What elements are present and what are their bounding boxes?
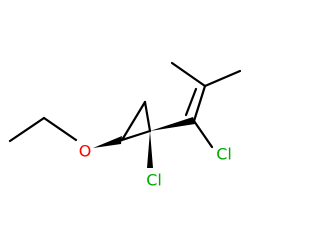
bond-methyl-left	[170, 61, 207, 88]
atom-label-oxygen: O	[79, 142, 92, 161]
bond-ethyl-ch3-ch2	[8, 116, 46, 143]
atom-label-chlorine-vinyl: Cl	[216, 145, 232, 164]
bond-double-inner	[184, 87, 198, 117]
bond-ethyl-ch2-o	[42, 116, 78, 142]
wedge-bond-c2-cl	[147, 131, 153, 168]
wedge-bond-o-c1	[93, 136, 122, 148]
bond-ring-c1-c2	[120, 129, 152, 142]
molecule-structure: O Cl Cl	[8, 61, 242, 190]
atom-label-chlorine-ring: Cl	[146, 171, 162, 190]
bond-ring-c1-c3	[120, 100, 147, 142]
bond-ring-c3-c2	[143, 100, 152, 133]
bond-methyl-right	[203, 69, 242, 88]
bond-vinyl-cl	[192, 119, 214, 149]
bond-double-outer	[192, 84, 207, 123]
wedge-bond-c2-vinyl	[150, 117, 195, 131]
molecule-canvas: O Cl Cl	[8, 61, 242, 190]
